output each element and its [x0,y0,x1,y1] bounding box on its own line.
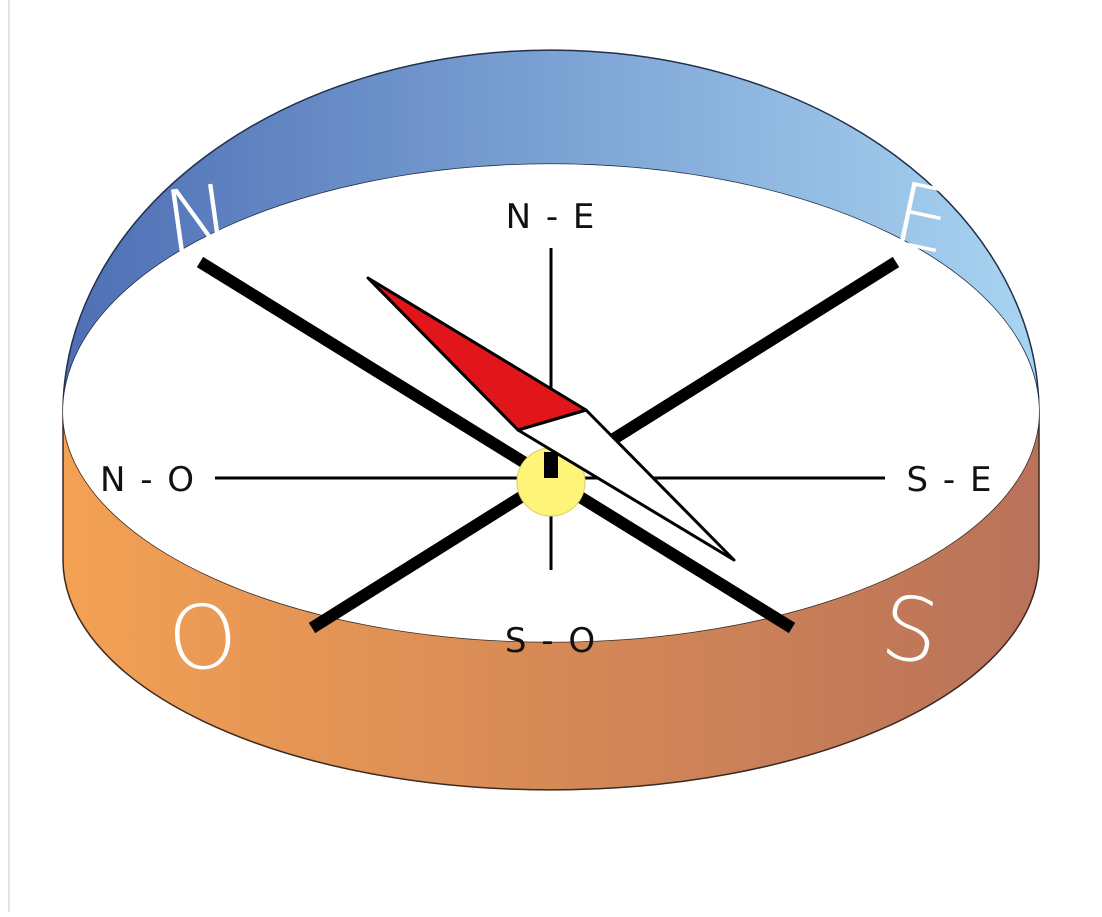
label-northeast: N - E [506,197,597,237]
pivot-post [544,452,558,478]
label-southwest: S - O [505,621,597,661]
left-border-line [8,0,10,912]
label-northwest: N - O [100,460,196,500]
label-west: O [163,583,243,693]
label-southeast: S - E [907,460,994,500]
